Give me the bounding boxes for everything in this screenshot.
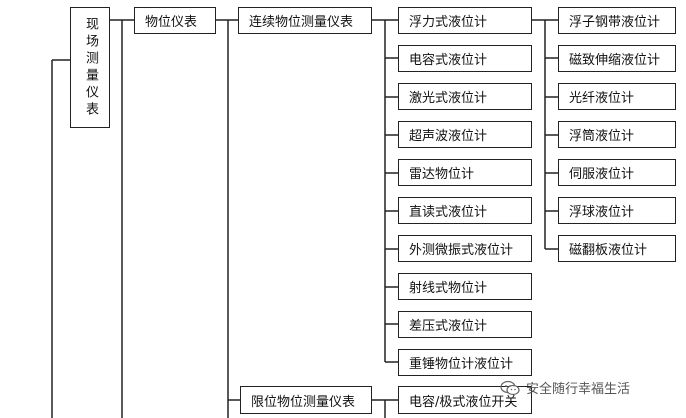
continuous-child: 外测微振式液位计 — [398, 235, 532, 262]
buoyancy-child-label: 磁翻板液位计 — [569, 243, 648, 258]
buoyancy-child-label: 浮球液位计 — [569, 205, 635, 220]
continuous-child: 浮力式液位计 — [398, 7, 532, 34]
continuous-child: 超声波液位计 — [398, 121, 532, 148]
wechat-icon — [500, 380, 520, 395]
continuous-child-label: 外测微振式液位计 — [409, 243, 514, 258]
continuous-child-label: 雷达物位计 — [409, 167, 475, 182]
root-node-label: 现场测量仪表 — [83, 16, 98, 119]
root-node: 现场测量仪表 — [70, 7, 110, 128]
continuous-node: 连续物位测量仪表 — [238, 7, 372, 34]
continuous-child-label: 电容式液位计 — [409, 53, 488, 68]
continuous-child-label: 超声波液位计 — [409, 129, 488, 144]
continuous-child-label: 直读式液位计 — [409, 205, 488, 220]
continuous-child: 直读式液位计 — [398, 197, 532, 224]
limit-node: 限位物位测量仪表 — [240, 386, 372, 414]
watermark: 安全随行幸福生活 — [500, 378, 630, 397]
buoyancy-child-label: 伺服液位计 — [569, 167, 635, 182]
buoyancy-child-label: 磁致伸缩液位计 — [569, 53, 661, 68]
level1-node-label: 物位仪表 — [145, 15, 198, 30]
buoyancy-child-label: 浮筒液位计 — [569, 129, 635, 144]
continuous-child: 电容式液位计 — [398, 45, 532, 72]
buoyancy-child: 伺服液位计 — [558, 159, 676, 186]
continuous-child: 差压式液位计 — [398, 311, 532, 338]
buoyancy-child: 磁致伸缩液位计 — [558, 45, 676, 72]
continuous-node-label: 连续物位测量仪表 — [249, 15, 354, 30]
buoyancy-child: 光纤液位计 — [558, 83, 676, 110]
continuous-child-label: 射线式物位计 — [409, 281, 488, 296]
buoyancy-child: 浮球液位计 — [558, 197, 676, 224]
level1-node: 物位仪表 — [134, 7, 216, 34]
limit-node-label: 限位物位测量仪表 — [251, 394, 356, 410]
continuous-child: 重锤物位计液位计 — [398, 349, 532, 376]
buoyancy-child: 浮子钢带液位计 — [558, 7, 676, 34]
limit-child-label: 电容/极式液位开关 — [409, 394, 518, 410]
continuous-child-label: 激光式液位计 — [409, 91, 488, 106]
buoyancy-child: 磁翻板液位计 — [558, 235, 676, 262]
continuous-child-label: 重锤物位计液位计 — [409, 357, 514, 372]
watermark-text: 安全随行幸福生活 — [526, 382, 631, 397]
continuous-child: 雷达物位计 — [398, 159, 532, 186]
continuous-child: 射线式物位计 — [398, 273, 532, 300]
continuous-child-label: 浮力式液位计 — [409, 15, 488, 30]
continuous-child: 激光式液位计 — [398, 83, 532, 110]
buoyancy-child-label: 浮子钢带液位计 — [569, 15, 661, 30]
buoyancy-child: 浮筒液位计 — [558, 121, 676, 148]
buoyancy-child-label: 光纤液位计 — [569, 91, 635, 106]
continuous-child-label: 差压式液位计 — [409, 319, 488, 334]
